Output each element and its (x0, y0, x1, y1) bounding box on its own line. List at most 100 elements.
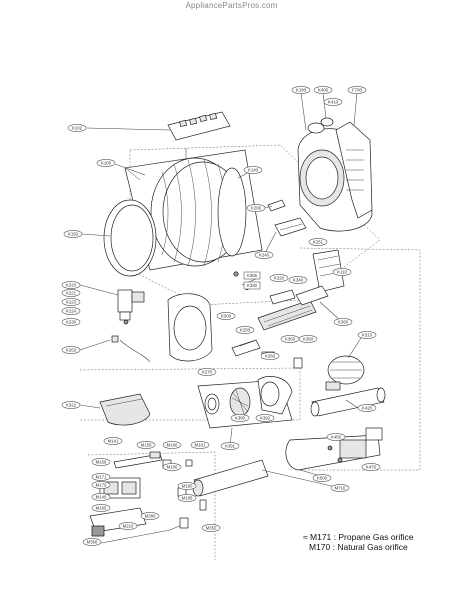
callout-k320: K320 (269, 274, 289, 282)
label-k320: K320 (274, 276, 285, 281)
callout-k230: K230 (61, 318, 81, 326)
callout-k200: K200 (246, 204, 266, 212)
callout-k260: K260 (260, 352, 280, 360)
motor-part (325, 355, 365, 391)
label-m280: M280 (145, 514, 156, 519)
lint-door-part (99, 393, 151, 426)
callout-m210: M210 (118, 522, 138, 530)
assembly-outline-burner (87, 451, 216, 560)
label-k140: K140 (248, 168, 259, 173)
label-m101: M101 (195, 443, 206, 448)
label-k240: K240 (259, 253, 270, 258)
label-k470: K470 (366, 465, 377, 470)
callout-k450: K450 (326, 433, 346, 441)
callout-m141: M141 (103, 437, 123, 445)
callout-m160: M160 (162, 441, 182, 449)
legend-natural-gas-orifice: M170 : Natural Gas orifice (309, 542, 408, 552)
lint-duct-part (257, 285, 329, 331)
callout-k100: K100 (96, 159, 116, 167)
burner-tube-part (192, 459, 269, 497)
callout-k262: K262 (61, 346, 81, 354)
label-k306: K306 (247, 273, 258, 278)
label-k322: K322 (66, 403, 77, 408)
rear-bulkhead-part (297, 117, 373, 232)
drum-part (150, 157, 247, 267)
label-m141: M141 (108, 439, 119, 444)
callout-k470: K470 (361, 463, 381, 471)
callout-k240: K240 (254, 251, 274, 259)
label-f700: F700 (352, 88, 362, 93)
callout-k220: K220 (61, 281, 81, 289)
callout-m101: M101 (190, 441, 210, 449)
callout-k223: K223 (61, 298, 81, 306)
callout-k350b: K350 (298, 335, 318, 343)
callout-k390: K390 (230, 414, 250, 422)
callout-k221: K221 (61, 289, 81, 297)
callout-k330: K330 (243, 281, 261, 290)
callout-k306: K306 (243, 271, 261, 280)
base-bracket-part (285, 427, 383, 471)
watermark-text: AppliancePartsPros.com (185, 1, 278, 10)
callout-k180: K180 (291, 86, 311, 94)
callout-k140: K140 (243, 166, 263, 174)
callout-m360: M360 (82, 538, 102, 546)
callout-k350: K350 (280, 335, 300, 343)
label-k220: K220 (66, 283, 77, 288)
label-k200: K200 (251, 206, 262, 211)
front-panel-part (103, 199, 157, 277)
callout-m140: M140 (91, 493, 111, 501)
legend-propane-orifice: ≈ M171 : Propane Gas orifice (303, 532, 414, 542)
label-m171: M171 (96, 475, 107, 480)
rear-duct-cover-part (167, 293, 213, 362)
callout-m100: M100 (162, 463, 182, 471)
label-m195: M195 (182, 496, 193, 501)
callout-k391: K391 (220, 442, 240, 450)
label-m210: M210 (123, 524, 134, 529)
callout-m150: M150 (136, 441, 156, 449)
assembly-outline-right (299, 247, 421, 471)
heater-part (267, 199, 307, 237)
label-m350: M350 (206, 526, 217, 531)
label-k400: K400 (318, 88, 329, 93)
callout-k322: K322 (61, 401, 81, 409)
label-k250: K250 (240, 328, 251, 333)
callout-k250: K250 (235, 326, 255, 334)
callout-m165: M165 (91, 504, 111, 512)
label-k360: K360 (338, 320, 349, 325)
label-k340: K340 (293, 278, 304, 283)
callout-k110: K110 (332, 268, 352, 276)
label-k390: K390 (235, 416, 246, 421)
assembly-outline-left (79, 367, 301, 421)
callout-k150: K150 (63, 230, 83, 238)
label-k270: K270 (202, 370, 213, 375)
callout-m170: M170 (91, 481, 111, 489)
label-k221: K221 (66, 291, 77, 296)
callout-m195: M195 (177, 494, 197, 502)
callout-k224: K224 (61, 307, 81, 315)
label-k391: K391 (225, 444, 236, 449)
label-k100: K100 (101, 161, 112, 166)
callout-m280: M280 (140, 512, 160, 520)
label-k420: K420 (362, 406, 373, 411)
label-k350: K350 (285, 337, 296, 342)
thermostat-cluster-part (111, 289, 151, 363)
callout-m710: M710 (330, 484, 350, 492)
callout-k102: K102 (67, 124, 87, 132)
callout-k410: K410 (323, 98, 343, 106)
label-k330: K330 (247, 283, 258, 288)
callout-f700: F700 (347, 86, 367, 94)
callout-k310: K310 (357, 331, 377, 339)
label-k260: K260 (265, 354, 276, 359)
callout-k392: K392 (255, 414, 275, 422)
callout-k251: K251 (308, 238, 328, 246)
callout-m190: M190 (177, 482, 197, 490)
callout-m156: M156 (91, 458, 111, 466)
exhaust-duct-part (310, 387, 386, 417)
label-m160: M160 (167, 443, 178, 448)
lint-filter-part (312, 249, 345, 293)
label-k223: K223 (66, 300, 77, 305)
label-k102: K102 (72, 126, 83, 131)
label-k310: K310 (362, 333, 373, 338)
label-k300: K300 (221, 314, 232, 319)
